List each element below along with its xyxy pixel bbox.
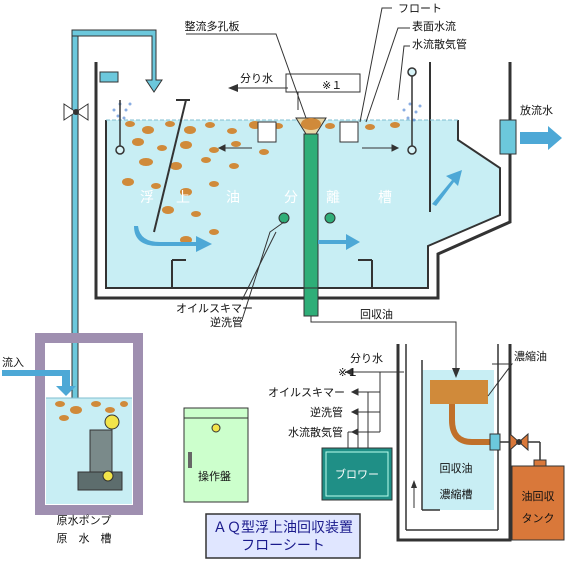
legend-separated-water: 分り水 — [350, 352, 383, 365]
label-recovered-oil: 回収油 — [360, 307, 393, 321]
label-backwash-pipe: 逆洗管 — [210, 315, 243, 329]
oil-skimmer — [295, 117, 327, 317]
label-separated-water: 分り水 — [240, 72, 273, 85]
separation-tank — [94, 62, 512, 300]
discharge-arrow — [520, 126, 562, 150]
leader-lines — [186, 7, 513, 397]
flow-arrows — [134, 170, 462, 252]
bubbles — [112, 102, 422, 122]
tank-water — [106, 120, 500, 288]
raw-oil-droplets — [55, 401, 128, 421]
label-blower: ブロワー — [335, 467, 379, 481]
label-diffuser-pipe: 水流散気管 — [412, 37, 467, 51]
oil-transfer-pipe — [500, 432, 541, 462]
raw-water-pump — [77, 414, 123, 491]
label-perforated-plate: 整流多孔板 — [185, 19, 240, 33]
label-recovery-tank-1: 回収油 — [440, 461, 473, 475]
surface-flow-arrows — [217, 144, 400, 152]
legend-oil-skimmer: オイルスキマー — [268, 386, 345, 399]
label-inflow: 流入 — [2, 355, 24, 369]
float-right — [339, 121, 359, 143]
recovered-oil-line — [310, 316, 457, 372]
tank-char-6: 槽 — [378, 190, 392, 206]
tank-char-3: 油 — [226, 190, 240, 206]
legend-arrows — [344, 368, 404, 436]
oil-recovery-tank — [511, 459, 565, 541]
label-oil-tank-2: タンク — [522, 512, 555, 525]
concentration-tank — [396, 344, 512, 542]
legend-note: ※１ — [338, 366, 358, 379]
outlet-box — [499, 119, 517, 155]
label-raw-pump: 原水ポンプ — [57, 514, 112, 527]
float-left — [257, 121, 277, 143]
tank-char-2: 上 — [176, 190, 190, 206]
blower — [321, 391, 393, 501]
oil-droplets — [122, 121, 400, 244]
label-recovery-tank-2: 濃縮槽 — [440, 487, 473, 501]
label-oil-skimmer: オイルスキマー — [176, 302, 253, 315]
tank-char-4: 分 — [284, 190, 298, 206]
title-line1: ＡＱ型浮上油回収装置 — [213, 520, 353, 536]
valve-icon — [63, 103, 89, 121]
label-concentrated-oil: 濃縮油 — [514, 349, 547, 363]
control-panel — [183, 407, 249, 503]
tank-wall — [94, 62, 512, 300]
label-surface-flow: 表面水流 — [412, 19, 456, 33]
label-oil-tank-1: 油回収 — [522, 489, 555, 503]
separated-water-box — [285, 73, 361, 93]
label-raw-tank: 原 水 槽 — [57, 532, 112, 545]
title-line2: フローシート — [241, 538, 325, 554]
tank-inner-wall — [105, 120, 501, 289]
inflow-arrow — [2, 370, 76, 396]
label-control-panel: 操作盤 — [198, 469, 231, 483]
tank-char-5: 離 — [326, 189, 340, 206]
legend-diffuser: 水流散気管 — [288, 425, 343, 439]
perforated-plate — [153, 99, 187, 233]
label-note-ref: ※１ — [322, 79, 342, 92]
title-box — [205, 513, 361, 559]
label-float: フロート — [398, 2, 442, 15]
tank-char-1: 浮 — [140, 190, 154, 206]
legend-backwash: 逆洗管 — [310, 405, 343, 419]
label-discharge: 放流水 — [520, 103, 553, 117]
